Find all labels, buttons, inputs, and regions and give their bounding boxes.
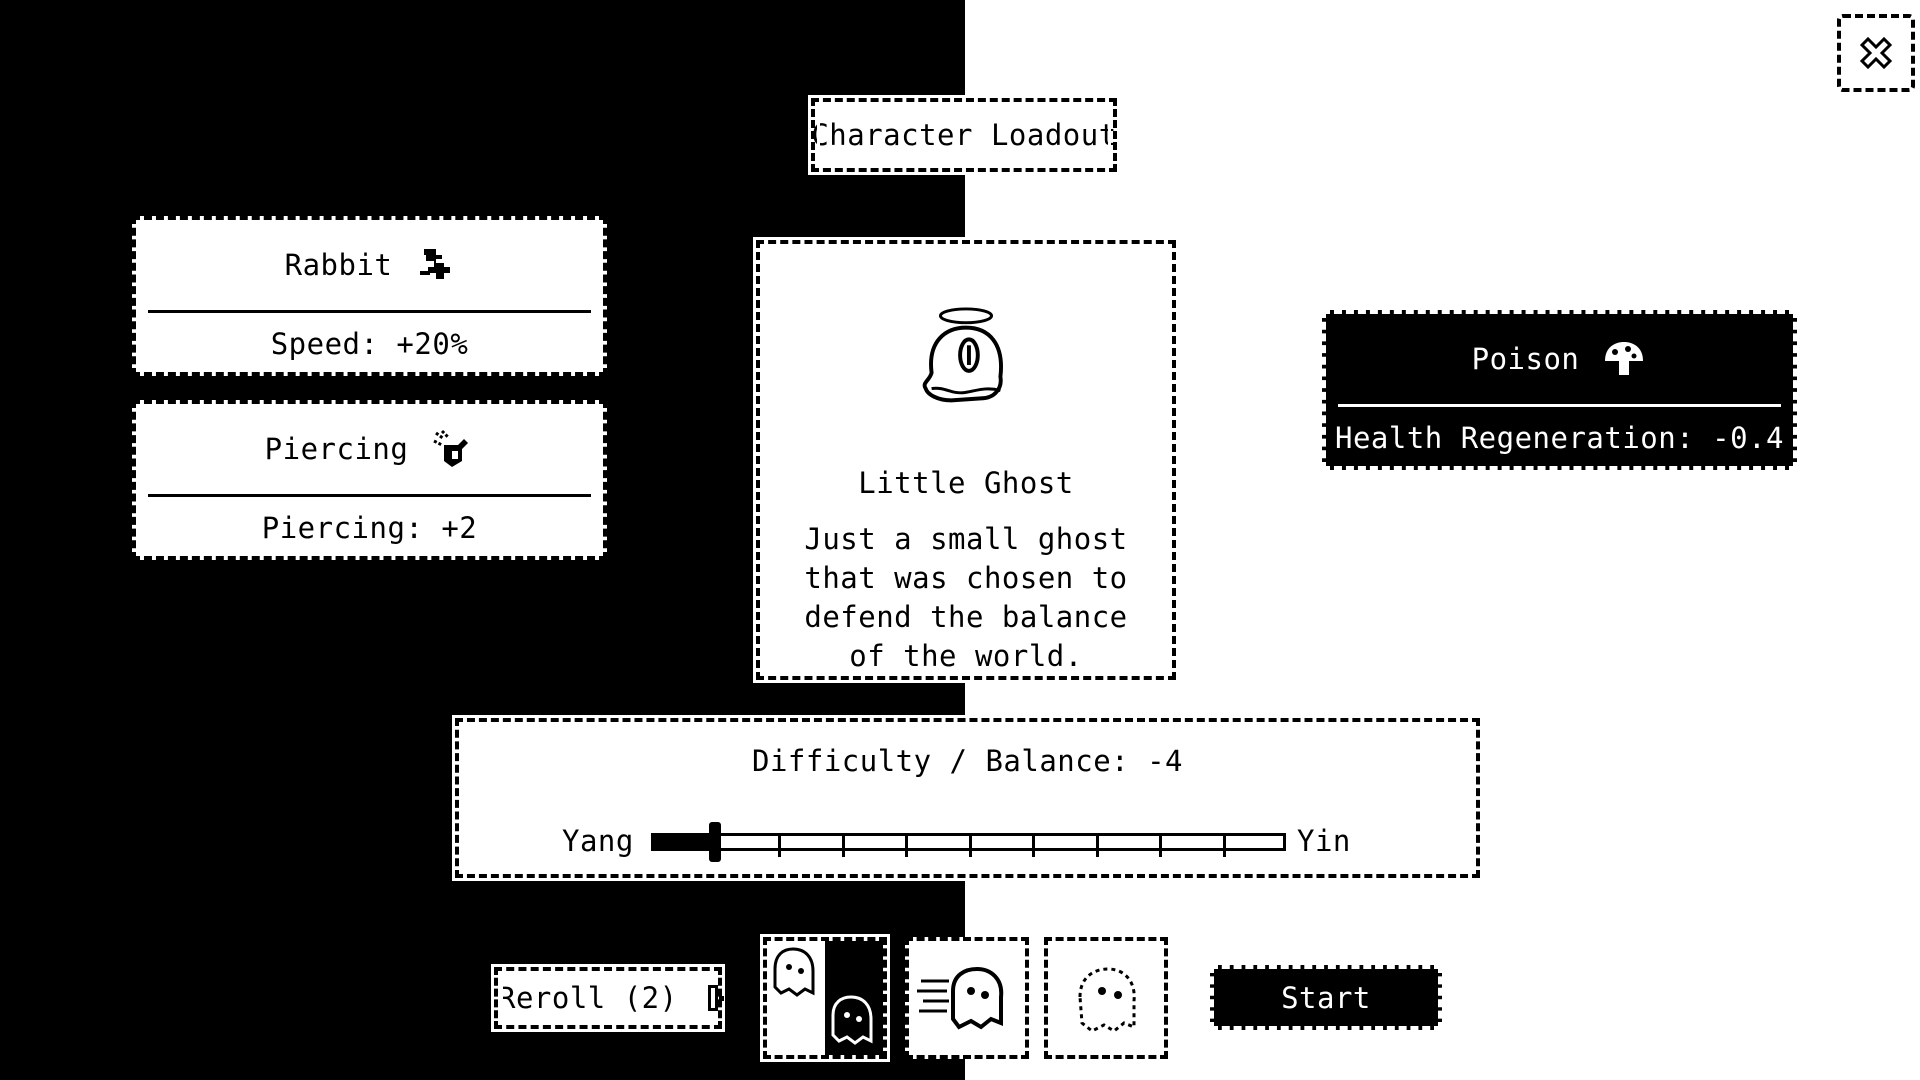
character-card: Little Ghost Just a small ghost that was… [756,240,1176,680]
trait-name: Rabbit [284,248,393,282]
little-ghost-icon [922,307,1003,403]
yin-yang-ghost-icon [773,947,873,1045]
page-title: Character Loadout [811,118,1117,152]
character-choice-yin-yang[interactable] [763,937,887,1059]
piercing-icon [433,429,469,467]
trait-card-rabbit: Rabbit Speed: +20% [132,216,607,376]
rabbit-icon [420,249,451,279]
divider [1338,404,1781,407]
slider-fill [651,833,715,851]
character-description: Just a small ghost that was chosen to de… [804,522,1128,673]
slider-tick [1095,833,1099,857]
trait-name: Poison [1471,342,1580,376]
mushroom-icon [1605,342,1644,375]
yang-label: Yang [562,824,634,858]
character-choice-dash[interactable] [905,937,1029,1059]
slider-tick [1032,833,1035,857]
dashing-ghost-icon [917,966,1004,1030]
slider-tick [778,833,781,857]
trait-stat: Piercing: +2 [261,511,478,545]
close-button[interactable] [1837,14,1915,92]
divider [148,494,591,497]
start-label: Start [1281,980,1371,1015]
faded-ghost-icon [1078,967,1136,1033]
difficulty-panel: Difficulty / Balance: -4 Yang Yin [455,718,1480,878]
yin-label: Yin [1297,824,1351,858]
trait-card-piercing: Piercing Piercing: +2 [132,400,607,560]
slider-tick [905,833,908,857]
trait-name: Piercing [264,432,409,466]
title-panel: Character Loadout [811,98,1117,172]
reroll-button[interactable]: Reroll (2) [494,967,725,1029]
slider-tick [1222,833,1226,857]
difficulty-label: Difficulty / Balance: -4 [751,744,1184,778]
reroll-label: Reroll (2) [498,981,678,1015]
close-icon [1859,36,1893,70]
trait-card-poison: Poison Health Regeneration: -0.4 [1322,310,1797,470]
dice-icon [707,985,725,1011]
balance-slider[interactable] [651,822,1286,862]
trait-stat: Health Regeneration: -0.4 [1335,421,1784,455]
start-button[interactable]: Start [1210,965,1442,1030]
character-choice-faded[interactable] [1044,937,1168,1059]
slider-tick [968,833,972,857]
divider [148,310,591,313]
trait-stat: Speed: +20% [270,327,469,361]
slider-tick [714,833,718,857]
character-name: Little Ghost [858,466,1074,500]
slider-tick [841,833,845,857]
slider-tick [1159,833,1162,857]
